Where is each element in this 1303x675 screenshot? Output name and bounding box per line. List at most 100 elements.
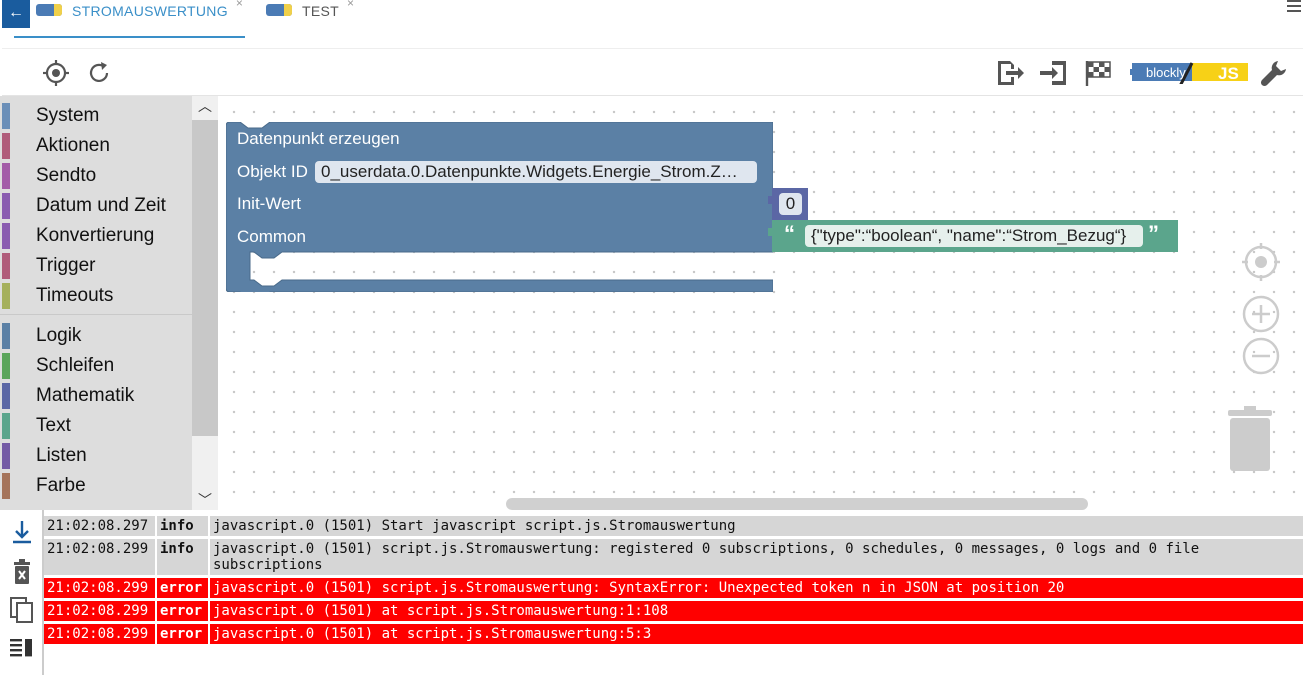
log-level: info [157,516,210,536]
toolbox-category-system[interactable]: System [0,101,192,131]
toolbar: blockly JS [2,48,1303,96]
category-label: Datum und Zeit [36,195,166,216]
export-icon[interactable] [994,57,1026,89]
tab-stromauswertung[interactable]: STROMAUSWERTUNG × [36,0,243,38]
category-color-swatch [2,443,10,469]
close-icon[interactable]: × [235,0,244,10]
category-label: Logik [36,325,82,346]
category-color-swatch [2,413,10,439]
number-field[interactable]: 0 [779,193,802,215]
category-label: Aktionen [36,135,110,156]
log-level: error [157,601,210,621]
close-icon[interactable]: × [346,0,355,10]
tab-label: STROMAUSWERTUNG [72,3,228,19]
blockly-js-logo[interactable]: blockly JS [1130,60,1248,84]
category-color-swatch [2,133,10,159]
category-color-swatch [2,283,10,309]
scrollbar-thumb[interactable] [192,120,218,436]
js-label: JS [1218,64,1239,83]
category-label: Farbe [36,475,86,496]
back-button[interactable]: ← [2,0,30,28]
log-level: info [157,539,210,575]
common-label: Common [237,227,306,246]
clear-log-icon[interactable] [8,558,36,586]
text-field[interactable]: {"type":“boolean“, "name":“Strom_Bezug“} [805,225,1143,247]
scroll-to-bottom-icon[interactable] [8,518,36,546]
category-label: Sendto [36,165,97,186]
log-timestamp: 21:02:08.299 [44,601,157,621]
toolbox-category-trigger[interactable]: Trigger [0,251,192,281]
toolbox-category-farbe[interactable]: Farbe [0,471,192,501]
toolbox-category-datum-und-zeit[interactable]: Datum und Zeit [0,191,192,221]
toolbox-category-schleifen[interactable]: Schleifen [0,351,192,381]
category-label: Konvertierung [36,225,155,246]
blockly-label: blockly [1146,65,1186,80]
log-level: error [157,578,210,598]
wrench-icon[interactable] [1258,57,1290,89]
category-color-swatch [2,163,10,189]
wrap-lines-icon[interactable] [8,634,36,662]
category-color-swatch [2,353,10,379]
toolbox-scrollbar[interactable]: ︿ ﹀ [192,96,218,510]
toolbox-category-logik[interactable]: Logik [0,321,192,351]
toolbox-category-listen[interactable]: Listen [0,441,192,471]
chevron-up-icon[interactable]: ︿ [198,98,212,114]
toolbox-category-timeouts[interactable]: Timeouts [0,281,192,311]
tab-bar: ← STROMAUSWERTUNG × TEST × [0,0,1303,48]
chevron-down-icon[interactable]: ﹀ [198,492,212,508]
log-message: javascript.0 (1501) script.js.Stromauswe… [210,578,1303,598]
menu-icon[interactable] [1287,0,1301,12]
refresh-icon[interactable] [83,57,115,89]
blockly-tab-icon [266,4,292,16]
init-wert-label: Init-Wert [237,194,301,213]
toolbox-category-sendto[interactable]: Sendto [0,161,192,191]
category-label: Timeouts [36,285,114,306]
checkered-flag-icon[interactable] [1082,57,1114,89]
trash-icon[interactable] [1226,406,1274,472]
log-message: javascript.0 (1501) script.js.Stromauswe… [210,539,1303,575]
category-label: Listen [36,445,87,466]
category-color-swatch [2,473,10,499]
zoom-out-icon[interactable] [1241,336,1281,376]
objekt-id-field[interactable]: 0_userdata.0.Datenpunkte.Widgets.Energie… [315,161,757,183]
log-timestamp: 21:02:08.297 [44,516,157,536]
quote-close: ” [1148,221,1159,246]
active-tab-indicator [14,36,245,38]
category-color-swatch [2,323,10,349]
copy-icon[interactable] [8,596,36,624]
toolbox-category-mathematik[interactable]: Mathematik [0,381,192,411]
quote-open: “ [784,221,795,246]
category-color-swatch [2,193,10,219]
zoom-in-icon[interactable] [1241,294,1281,334]
toolbox-category-text[interactable]: Text [0,411,192,441]
tab-test[interactable]: TEST × [266,0,354,38]
toolbox-category-konvertierung[interactable]: Konvertierung [0,221,192,251]
log-level: error [157,624,210,644]
import-icon[interactable] [1038,57,1070,89]
log-timestamp: 21:02:08.299 [44,578,157,598]
category-color-swatch [2,383,10,409]
log-message: javascript.0 (1501) at script.js.Stromau… [210,624,1303,644]
recenter-icon[interactable] [1241,242,1281,282]
category-label: Trigger [36,255,96,276]
block-title: Datenpunkt erzeugen [237,129,400,148]
log-timestamp: 21:02:08.299 [44,624,157,644]
locate-icon[interactable] [40,57,72,89]
toolbox-category-aktionen[interactable]: Aktionen [0,131,192,161]
log-toolbar [0,510,44,675]
category-label: System [36,105,100,126]
category-color-swatch [2,103,10,129]
category-label: Schleifen [36,355,115,376]
arrow-left-icon: ← [8,4,24,21]
workspace-horizontal-scrollbar[interactable] [506,498,1088,510]
blockly-workspace[interactable]: Datenpunkt erzeugen Objekt ID 0_userdata… [218,96,1303,510]
